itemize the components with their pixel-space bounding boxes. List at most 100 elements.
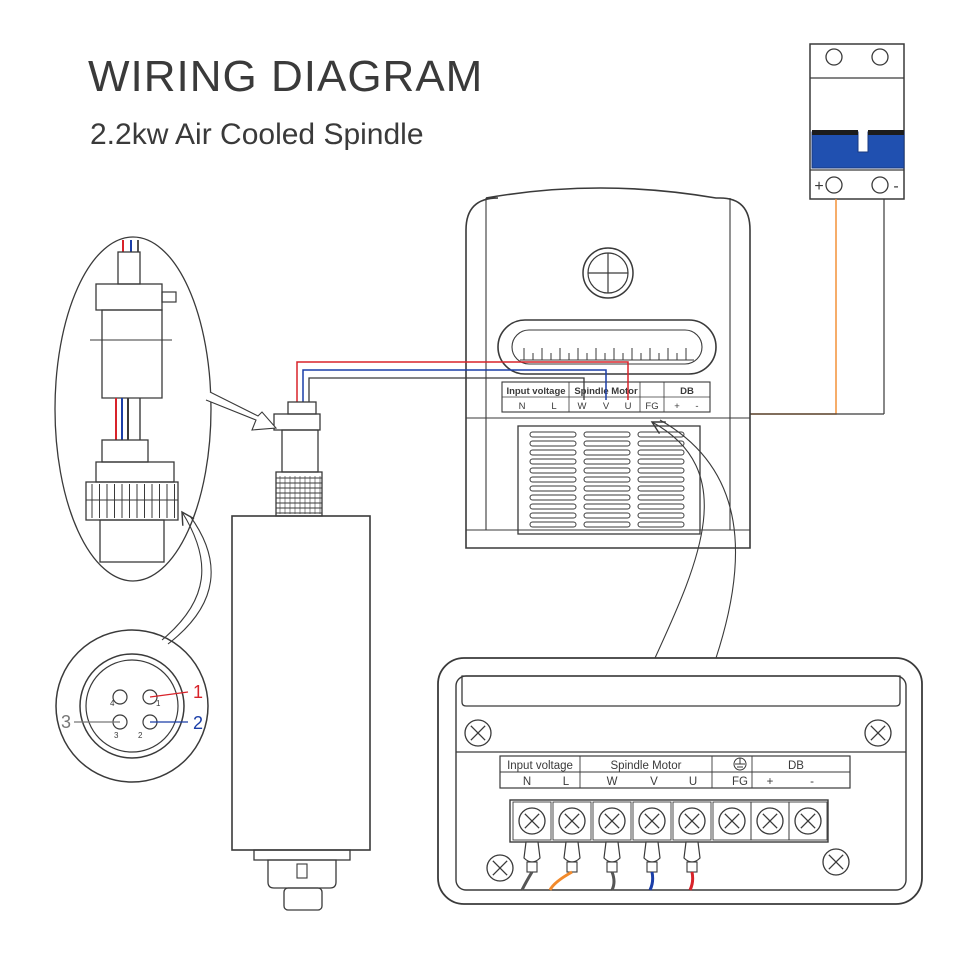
terminal-screw-icon-slot [604, 813, 620, 829]
vfd-label-fg: FG [645, 401, 658, 412]
pin-1-number: 1 [193, 682, 203, 702]
terminal-lug [643, 841, 661, 863]
terminal-cell [552, 801, 592, 841]
diagram-subtitle: 2.2kw Air Cooled Spindle [90, 118, 424, 151]
wire-n [520, 871, 534, 891]
vent-slot [583, 485, 631, 492]
terminal-screw-icon-slot [564, 813, 580, 829]
mount-screw-icon-slot [492, 860, 508, 876]
pin-2-number: 2 [193, 713, 203, 733]
panel-label-fg: FG [732, 776, 748, 788]
terminal-lug [603, 841, 621, 863]
terminal-cell [672, 801, 712, 841]
connector-detail-view [54, 236, 212, 582]
spindle-motor [231, 401, 371, 911]
panel-label-u: U [689, 776, 697, 788]
panel-label-spindle-motor: Spindle Motor [611, 760, 682, 772]
vent-slot [583, 440, 631, 447]
pin-1 [142, 689, 158, 705]
terminal-screw-icon-slot [524, 813, 540, 829]
terminal-screw-icon-slot [762, 813, 778, 829]
terminal-screw-icon-slot [684, 813, 700, 829]
breaker-minus-terminal [871, 176, 889, 194]
vent-slot [637, 521, 685, 528]
vent-slot [637, 476, 685, 483]
vent-slot [529, 521, 577, 528]
panel-label-minus: - [810, 776, 814, 788]
vfd-label-minus: - [695, 401, 698, 412]
pin-4-small-label: 4 [110, 699, 115, 708]
mount-screw-icon-slot [870, 725, 886, 741]
vent-slot [583, 431, 631, 438]
mount-screw-icon-slot [828, 854, 844, 870]
vent-slot [529, 449, 577, 456]
wire-w [610, 871, 616, 891]
vent-slot [529, 431, 577, 438]
vfd-inverter: Input voltage Spindle Motor DB N L W V U… [465, 187, 751, 549]
vent-slot [637, 512, 685, 519]
terminal-cell [592, 801, 632, 841]
vent-slot [637, 467, 685, 474]
vent-slot [583, 503, 631, 510]
vent-slot [529, 494, 577, 501]
lug-sleeve [646, 861, 658, 873]
vent-slot [583, 458, 631, 465]
vfd-label-n: N [519, 401, 526, 412]
vfd-label-db: DB [680, 386, 694, 397]
terminal-cell [632, 801, 672, 841]
pin-3-number: 3 [61, 712, 71, 732]
lug-sleeve [686, 861, 698, 873]
panel-label-plus: + [767, 776, 774, 788]
mount-screw-icon-slot [470, 725, 486, 741]
vent-slot [637, 440, 685, 447]
panel-label-v: V [650, 776, 658, 788]
red-wire-u [296, 361, 629, 402]
vent-slot [637, 458, 685, 465]
vfd-display [497, 319, 717, 375]
vent-slot [529, 503, 577, 510]
terminal-screw-icon-slot [800, 813, 816, 829]
vent-slot [583, 449, 631, 456]
vfd-label-v: V [603, 401, 610, 412]
terminal-screw-icon-slot [724, 813, 740, 829]
vent-slot [583, 521, 631, 528]
connector-pin-face: 4 1 3 2 1 2 3 [55, 629, 209, 783]
terminal-lug [683, 841, 701, 863]
panel-label-n: N [523, 776, 531, 788]
lug-sleeve [566, 861, 578, 873]
vent-slot [529, 458, 577, 465]
vent-slot [583, 512, 631, 519]
pin-2-small-label: 2 [138, 731, 143, 740]
vent-slot [583, 467, 631, 474]
panel-label-db: DB [788, 760, 804, 772]
panel-label-l: L [563, 776, 570, 788]
panel-label-input-voltage: Input voltage [507, 760, 573, 772]
breaker-plus-label: + [814, 178, 823, 195]
vent-slot [529, 476, 577, 483]
terminal-lug [563, 841, 581, 863]
vent-slot [529, 467, 577, 474]
vent-slot [637, 485, 685, 492]
vfd-vent [517, 425, 701, 535]
terminal-lug [523, 841, 541, 863]
pin-3-small-label: 3 [114, 731, 119, 740]
vent-slot [637, 503, 685, 510]
vent-slot [583, 494, 631, 501]
pin-4 [112, 689, 128, 705]
panel-label-w: W [607, 776, 618, 788]
vfd-label-plus: + [674, 401, 680, 412]
terminal-screw-icon-slot [644, 813, 660, 829]
vfd-label-input-voltage: Input voltage [506, 386, 565, 397]
vent-slot [637, 449, 685, 456]
diagram-title: WIRING DIAGRAM [88, 52, 484, 101]
terminal-cell [512, 801, 552, 841]
terminal-detail-panel: Input voltage Spindle Motor DB N L W V U… [437, 657, 923, 905]
vfd-label-l: L [551, 401, 556, 412]
vent-slot [637, 494, 685, 501]
lug-sleeve [606, 861, 618, 873]
pin-1-small-label: 1 [156, 699, 161, 708]
breaker-plus-terminal [825, 176, 843, 194]
blue-wire-v [302, 369, 607, 402]
gray-wire-w [308, 377, 585, 402]
